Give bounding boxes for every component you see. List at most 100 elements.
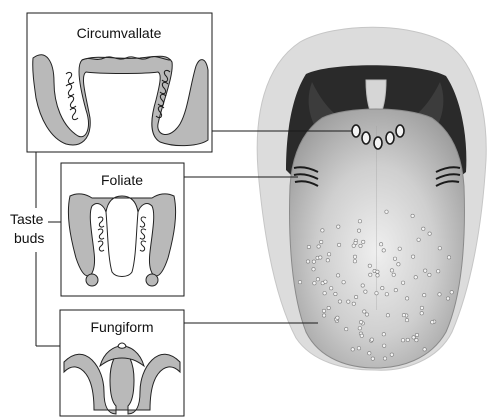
fungiform-dot [423,293,426,296]
fungiform-dot [382,249,385,252]
fungiform-dot [320,240,323,243]
fungiform-dot [353,255,356,258]
fungiform-dot [363,310,366,313]
fungiform-dot [357,229,360,232]
panel-foliate-title: Foliate [101,172,143,188]
fungiform-dot [360,334,363,337]
fungiform-dot [405,297,408,300]
fungiform-dot [359,320,362,323]
foliate-base-knob-left [86,274,98,286]
fungiform-dot [386,314,389,317]
fungiform-dot [327,253,330,256]
fungiform-dot [357,347,360,350]
fungiform-dot [312,260,315,263]
fungiform-dot [420,306,423,309]
fungiform-dot [359,244,362,247]
foliate-base-knob-right [146,274,158,286]
fungiform-dot [321,229,324,232]
foliate-inner-fold [106,212,138,277]
fungiform-dot [371,357,374,360]
fungiform-dot [326,259,329,262]
fungiform-dot [379,243,382,246]
fungiform-dot [312,268,315,271]
fungiform-dot [317,245,320,248]
fungiform-dot [364,290,367,293]
fungiform-dot [362,240,365,243]
fungiform-dot [385,293,388,296]
fungiform-dot [319,256,322,259]
fungiform-dot [337,243,340,246]
fungiform-dot [382,333,385,336]
fungiform-dot [365,313,368,316]
fungiform-taste-bud [118,343,126,348]
fungiform-dot [447,256,450,259]
fungiform-dot [431,321,434,324]
fungiform-dot [347,300,350,303]
fungiform-dot [406,338,409,341]
fungiform-dot [337,225,340,228]
fungiform-dot [437,270,440,273]
fungiform-dot [323,292,326,295]
fungiform-dot [402,313,405,316]
fungiform-dot [358,220,361,223]
panel-fungiform-title: Fungiform [90,319,153,335]
fungiform-dot [368,352,371,355]
fungiform-dot [390,353,393,356]
fungiform-dot [401,281,404,284]
fungiform-dot [324,280,327,283]
fungiform-dot [438,293,441,296]
fungiform-dot [352,244,355,247]
fungiform-dot [352,302,355,305]
tongue-illustration [257,27,486,370]
fungiform-dot [361,284,364,287]
fungiform-dot [353,260,356,263]
fungiform-dot [383,344,386,347]
fungiform-dot [420,312,423,315]
fungiform-dot [423,348,426,351]
fungiform-dot [322,309,325,312]
fungiform-dot [398,247,401,250]
fungiform-dot [354,295,357,298]
fungiform-dot [327,306,330,309]
fungiform-dot [313,282,316,285]
fungiform-dot [336,316,339,319]
fungiform-dot [375,292,378,295]
fungiform-dot [394,288,397,291]
fungiform-dot [390,269,393,272]
fungiform-dot [336,274,339,277]
fungiform-dot [393,257,396,260]
fungiform-dot [330,287,333,290]
fungiform-dot [401,339,404,342]
fungiform-dot [342,281,345,284]
fungiform-dot [414,276,417,279]
fungiform-dot [412,336,415,339]
fungiform-dot [422,227,425,230]
panel-fungiform: Fungiform [60,310,184,416]
fungiform-dot [397,263,400,266]
taste-buds-label-line1: Taste [10,211,44,227]
fungiform-dot [415,333,418,336]
fungiform-dot [368,264,371,267]
panel-circumvallate-title: Circumvallate [77,25,162,41]
fungiform-dot [316,278,319,281]
panel-circumvallate: Circumvallate [27,13,212,152]
fungiform-dot [345,327,348,330]
fungiform-dot [417,238,420,241]
fungiform-dot [415,338,418,341]
fungiform-dot [351,348,354,351]
taste-buds-label-line2: buds [14,230,44,246]
fungiform-dot [322,314,325,317]
fungiform-dot [298,280,301,283]
fungiform-dot [428,232,431,235]
fungiform-dot [428,273,431,276]
fungiform-dot [450,291,453,294]
fungiform-dot [446,297,449,300]
fungiform-dot [338,300,341,303]
fungiform-dot [376,274,379,277]
fungiform-dot [358,327,361,330]
fungiform-dot [307,245,310,248]
fungiform-dot [381,286,384,289]
fungiform-dot [334,292,337,295]
fungiform-dot [424,269,427,272]
